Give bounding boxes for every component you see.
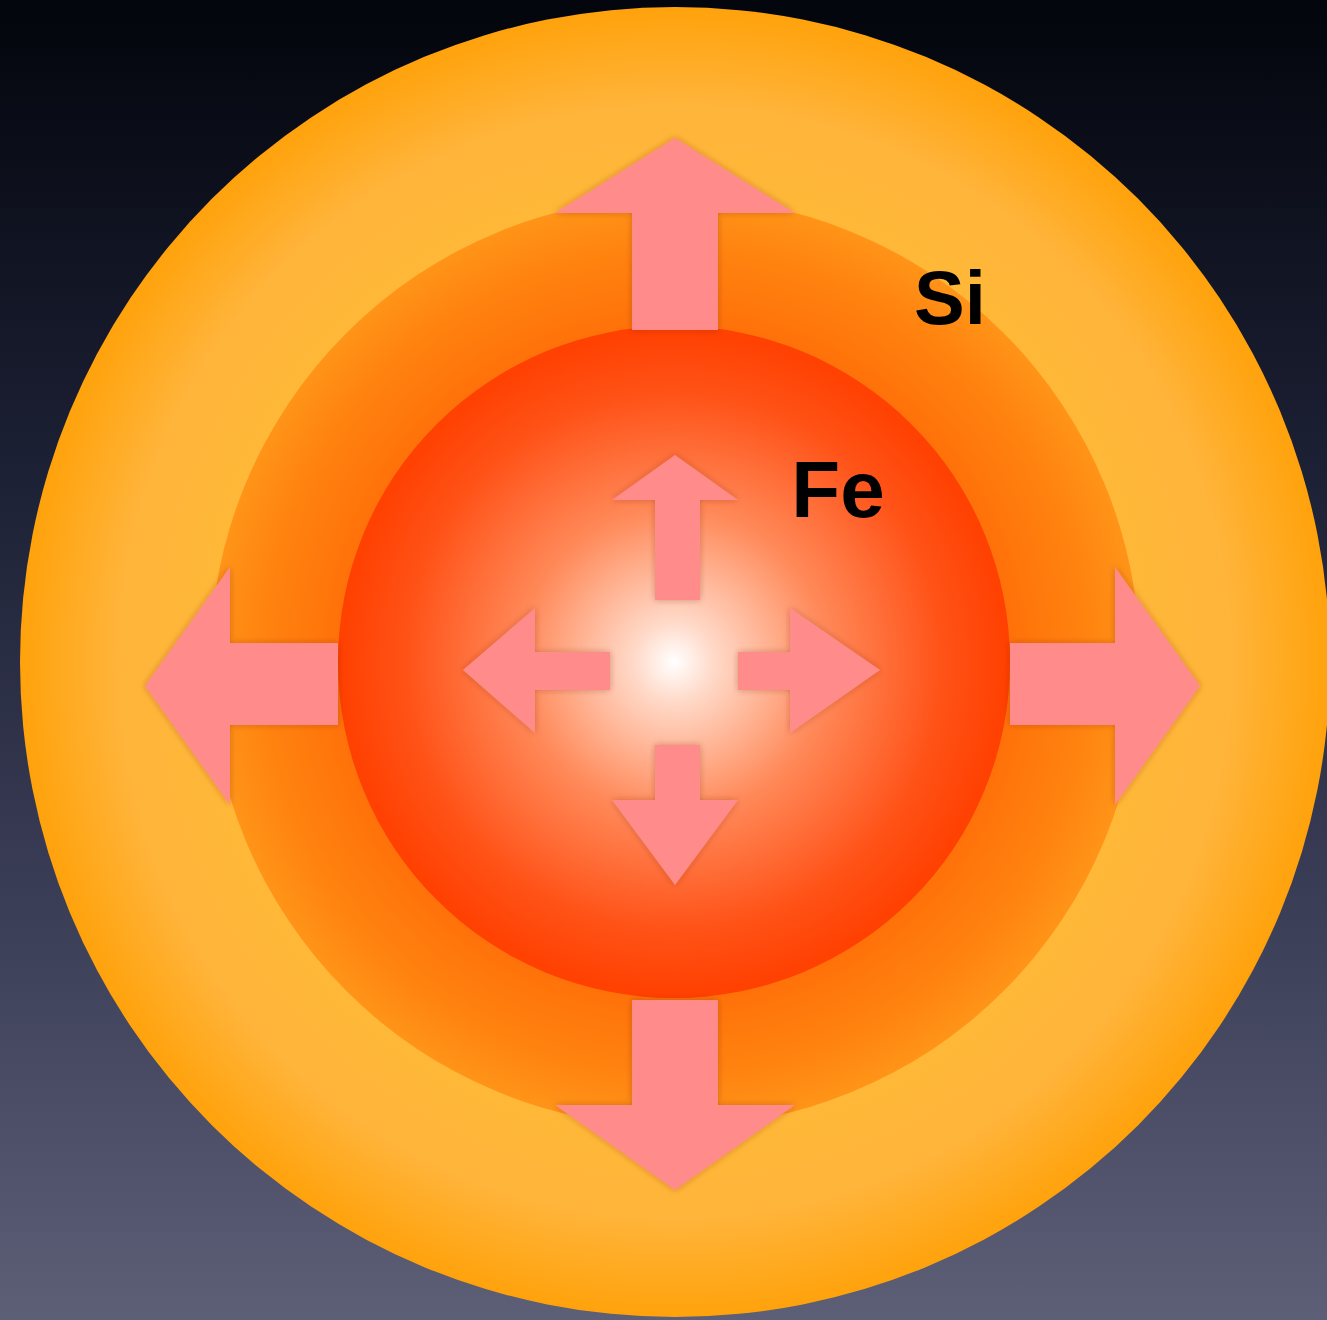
arrow-up-small xyxy=(612,455,738,600)
element-label: Fe xyxy=(791,450,884,530)
iron-core: Fe xyxy=(338,326,1010,998)
arrow-down-small xyxy=(612,745,738,885)
arrow-right-small xyxy=(738,608,880,733)
label-holder: Si xyxy=(914,260,986,336)
iron-core-circle xyxy=(338,326,1010,998)
arrow-left-large xyxy=(145,567,338,805)
silicon-layer: SiFe xyxy=(210,197,1140,1127)
label-holder: Fe xyxy=(791,450,884,530)
arrow-up-large xyxy=(555,138,795,330)
outer-layer xyxy=(20,7,1327,1317)
iron-core-shape xyxy=(338,326,1010,998)
arrow-down-large xyxy=(555,1000,795,1190)
silicon-layer-circle xyxy=(210,197,1140,1127)
arrow-right-large xyxy=(1010,567,1200,805)
element-label: Si xyxy=(914,260,986,336)
arrow-left-small xyxy=(463,608,610,733)
